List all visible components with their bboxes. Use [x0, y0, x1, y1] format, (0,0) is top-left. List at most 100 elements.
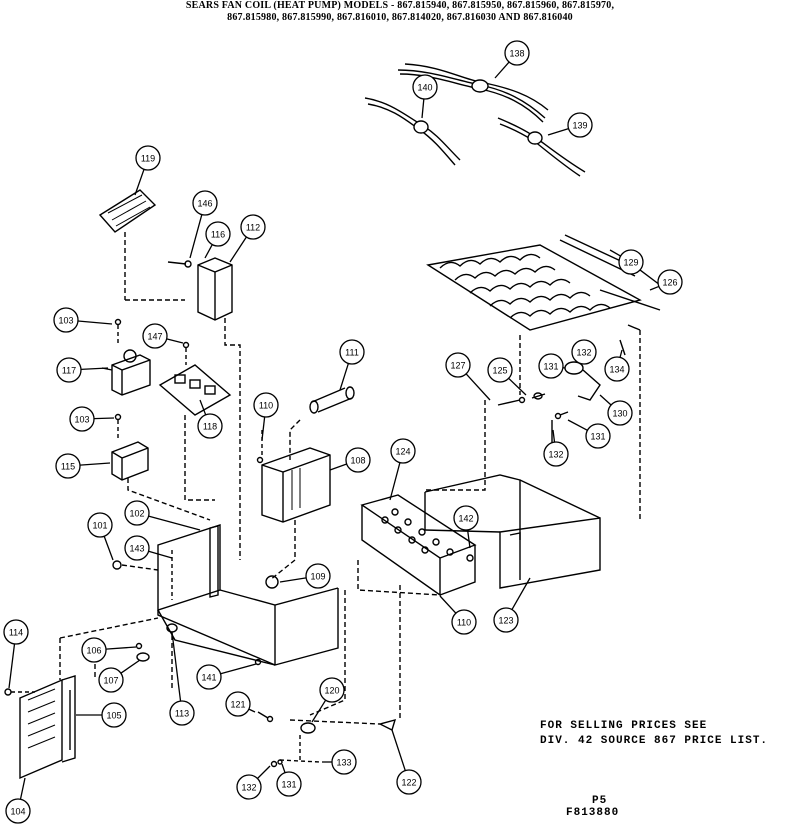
control-module-108 — [256, 430, 331, 581]
callout-label: 117 — [62, 366, 76, 376]
limit-switch-parts — [425, 339, 626, 491]
callout-label: 102 — [129, 509, 144, 519]
callout-120: 120 — [311, 677, 345, 723]
footer-drawing-code: F813880 — [566, 807, 620, 819]
callout-131: 131 — [567, 419, 611, 449]
callout-134: 134 — [604, 349, 630, 382]
callout-131: 131 — [538, 353, 566, 379]
callout-label: 109 — [310, 572, 325, 582]
callout-106: 106 — [81, 637, 137, 663]
callout-label: 120 — [324, 686, 339, 696]
callout-label: 118 — [203, 422, 217, 432]
callout-142: 142 — [453, 505, 479, 549]
callout-label: 143 — [129, 544, 144, 554]
wire-harness-140 — [364, 97, 461, 166]
callout-124: 124 — [389, 438, 416, 501]
mounting-bracket-104 — [4, 675, 76, 780]
wire-harness-139 — [497, 117, 586, 177]
callout-label: 141 — [201, 673, 216, 683]
callout-label: 110 — [259, 401, 273, 411]
callout-132: 132 — [236, 765, 271, 800]
callout-label: 112 — [246, 223, 260, 233]
callout-121: 121 — [225, 691, 256, 717]
callout-label: 119 — [141, 154, 155, 164]
callout-label: 138 — [509, 49, 524, 59]
relay-117 — [101, 318, 151, 396]
callout-114: 114 — [3, 619, 29, 689]
box-112 — [197, 257, 241, 560]
callout-131: 131 — [276, 763, 302, 797]
callout-116: 116 — [204, 221, 231, 259]
callout-140: 140 — [412, 74, 438, 119]
callout-label: 129 — [623, 258, 638, 268]
callout-146: 146 — [189, 190, 218, 259]
relay-board-118 — [158, 341, 232, 501]
callout-133: 133 — [322, 749, 357, 775]
callout-label: 134 — [609, 365, 624, 375]
callout-127: 127 — [445, 352, 491, 401]
transformer-115 — [111, 413, 211, 521]
callout-label: 130 — [612, 409, 627, 419]
footer-page-number: P5 — [592, 795, 608, 807]
callout-label: 139 — [572, 121, 587, 131]
callout-label: 146 — [197, 199, 212, 209]
callout-113: 113 — [169, 631, 195, 726]
callout-label: 131 — [281, 780, 296, 790]
callout-label: 114 — [9, 628, 23, 638]
callout-119: 119 — [134, 145, 161, 196]
callout-label: 123 — [498, 616, 513, 626]
callout-label: 133 — [336, 758, 351, 768]
callout-label: 116 — [211, 230, 225, 240]
callout-label: 101 — [92, 521, 107, 531]
callout-143: 143 — [124, 535, 173, 561]
callout-label: 103 — [74, 415, 89, 425]
callout-101: 101 — [87, 512, 114, 561]
lower-fittings — [257, 560, 441, 768]
header-models-line-2: 867.815980, 867.815990, 867.816010, 867.… — [227, 12, 573, 23]
callout-label: 115 — [61, 462, 75, 472]
callout-label: 113 — [175, 709, 189, 719]
callout-110: 110 — [253, 392, 279, 441]
terminal-board-119 — [98, 189, 185, 301]
callout-label: 131 — [590, 432, 605, 442]
callout-141: 141 — [196, 663, 257, 690]
small-hardware — [59, 617, 262, 690]
callout-132: 132 — [571, 339, 597, 365]
callout-125: 125 — [487, 357, 527, 396]
callout-130: 130 — [599, 394, 633, 426]
callout-110: 110 — [439, 595, 477, 635]
callout-147: 147 — [142, 323, 184, 349]
callout-label: 122 — [401, 778, 416, 788]
callout-label: 126 — [662, 278, 677, 288]
callout-label: 147 — [147, 332, 162, 342]
callout-label: 106 — [86, 646, 101, 656]
blower-cabinet-123 — [424, 474, 601, 589]
callout-label: 132 — [241, 783, 256, 793]
callout-117: 117 — [56, 357, 109, 383]
callout-label: 108 — [350, 456, 365, 466]
callout-label: 140 — [417, 83, 432, 93]
callout-label: 125 — [492, 366, 507, 376]
callout-label: 104 — [10, 807, 25, 817]
callout-122: 122 — [391, 729, 422, 795]
capacitor-111 — [289, 386, 355, 460]
header-models-line-1: SEARS FAN COIL (HEAT PUMP) MODELS - 867.… — [185, 0, 615, 11]
callout-103: 103 — [53, 307, 113, 333]
callout-138: 138 — [494, 40, 530, 79]
callout-139: 139 — [547, 112, 593, 138]
callout-115: 115 — [55, 453, 111, 479]
callout-label: 124 — [395, 447, 410, 457]
screw-146 — [167, 260, 192, 268]
pricing-note-line-1: FOR SELLING PRICES SEE — [540, 720, 708, 732]
callout-132: 132 — [543, 429, 569, 467]
control-box-cabinet — [112, 524, 339, 666]
callout-label: 110 — [457, 618, 471, 628]
callout-108: 108 — [329, 447, 371, 473]
callout-109: 109 — [279, 563, 331, 589]
callout-label: 111 — [345, 348, 359, 358]
callout-label: 105 — [106, 711, 121, 721]
callout-label: 103 — [58, 316, 73, 326]
callout-label: 142 — [458, 514, 473, 524]
callout-105: 105 — [76, 702, 127, 728]
callout-112: 112 — [229, 214, 266, 263]
